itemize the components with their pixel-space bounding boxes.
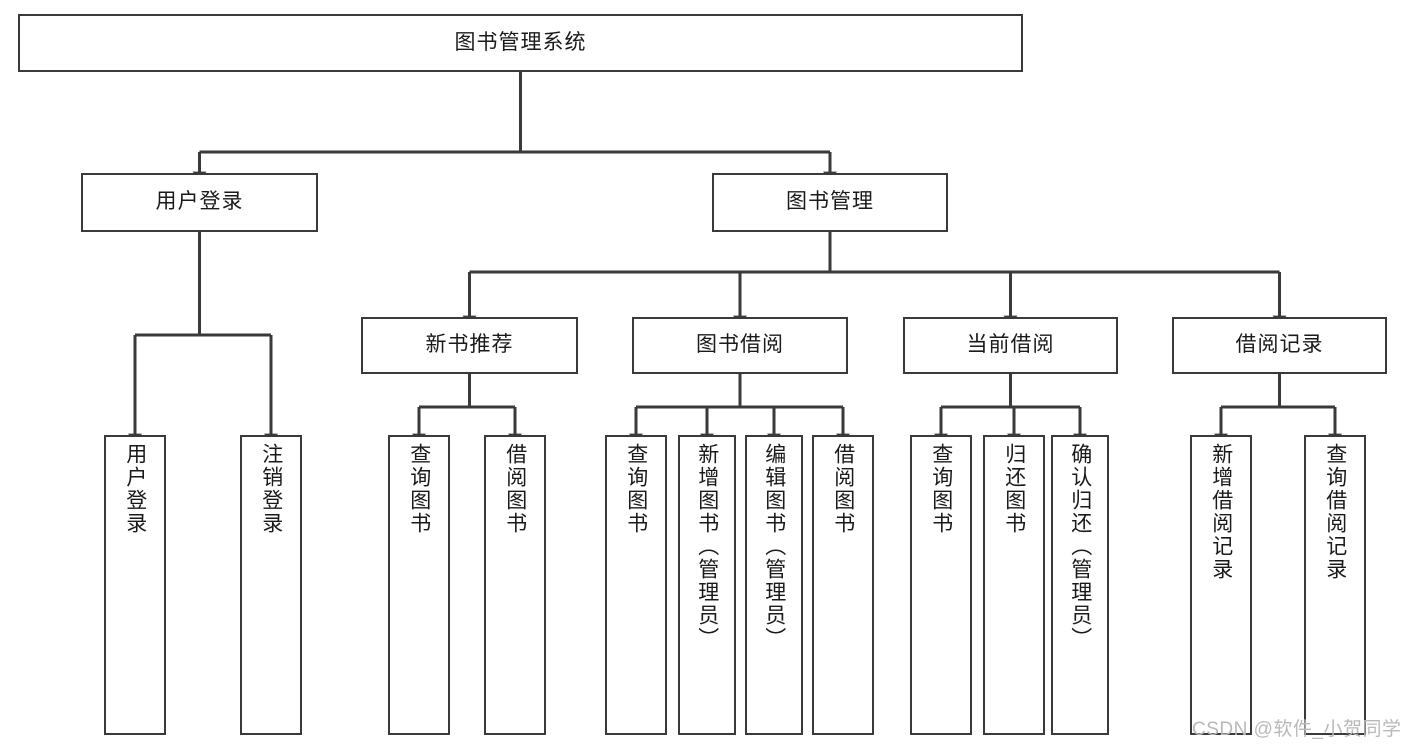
- node-leaf-add-record[interactable]: 新增借阅记录: [1190, 435, 1252, 735]
- node-leaf-user-logout[interactable]: 注销登录: [240, 435, 302, 735]
- node-label: 借阅记录: [1235, 333, 1324, 357]
- node-label: 用户登录: [123, 443, 147, 535]
- node-label: 图书管理: [786, 190, 874, 214]
- watermark-text: CSDN @软件_小贺同学: [1192, 719, 1402, 740]
- node-borrow-record[interactable]: 借阅记录: [1172, 317, 1387, 374]
- node-leaf-query-record[interactable]: 查询借阅记录: [1304, 435, 1366, 735]
- node-label: 确认归还（管理员）: [1068, 443, 1092, 650]
- node-leaf-borrow-book-2[interactable]: 借阅图书: [812, 435, 874, 735]
- node-label: 图书管理系统: [454, 30, 587, 54]
- node-leaf-edit-book[interactable]: 编辑图书（管理员）: [745, 435, 803, 735]
- node-leaf-confirm-return[interactable]: 确认归还（管理员）: [1051, 435, 1109, 735]
- node-user-login[interactable]: 用户登录: [81, 173, 318, 232]
- node-label: 借阅图书: [503, 443, 527, 535]
- node-leaf-borrow-book-1[interactable]: 借阅图书: [484, 435, 546, 735]
- node-current-borrow[interactable]: 当前借阅: [903, 317, 1118, 374]
- node-label: 归还图书: [1002, 443, 1026, 535]
- node-label: 查询图书: [624, 443, 648, 535]
- node-label: 借阅图书: [831, 443, 855, 535]
- node-label: 当前借阅: [966, 333, 1055, 357]
- node-label: 新增图书（管理员）: [695, 443, 719, 650]
- node-label: 新增借阅记录: [1209, 443, 1233, 581]
- node-label: 查询借阅记录: [1323, 443, 1347, 581]
- node-new-book-rec[interactable]: 新书推荐: [361, 317, 578, 374]
- node-label: 图书借阅: [696, 333, 784, 357]
- node-leaf-user-login[interactable]: 用户登录: [104, 435, 166, 735]
- node-leaf-query-book-3[interactable]: 查询图书: [910, 435, 972, 735]
- node-root[interactable]: 图书管理系统: [18, 14, 1023, 72]
- node-leaf-return-book[interactable]: 归还图书: [983, 435, 1045, 735]
- node-label: 新书推荐: [425, 333, 514, 357]
- node-leaf-add-book[interactable]: 新增图书（管理员）: [678, 435, 736, 735]
- node-label: 查询图书: [407, 443, 431, 535]
- node-book-manage[interactable]: 图书管理: [712, 173, 948, 232]
- node-leaf-query-book-1[interactable]: 查询图书: [388, 435, 450, 735]
- node-label: 用户登录: [155, 190, 244, 214]
- node-label: 注销登录: [259, 443, 283, 535]
- node-leaf-query-book-2[interactable]: 查询图书: [605, 435, 667, 735]
- node-label: 查询图书: [929, 443, 953, 535]
- node-label: 编辑图书（管理员）: [762, 443, 786, 650]
- node-book-borrow[interactable]: 图书借阅: [632, 317, 848, 374]
